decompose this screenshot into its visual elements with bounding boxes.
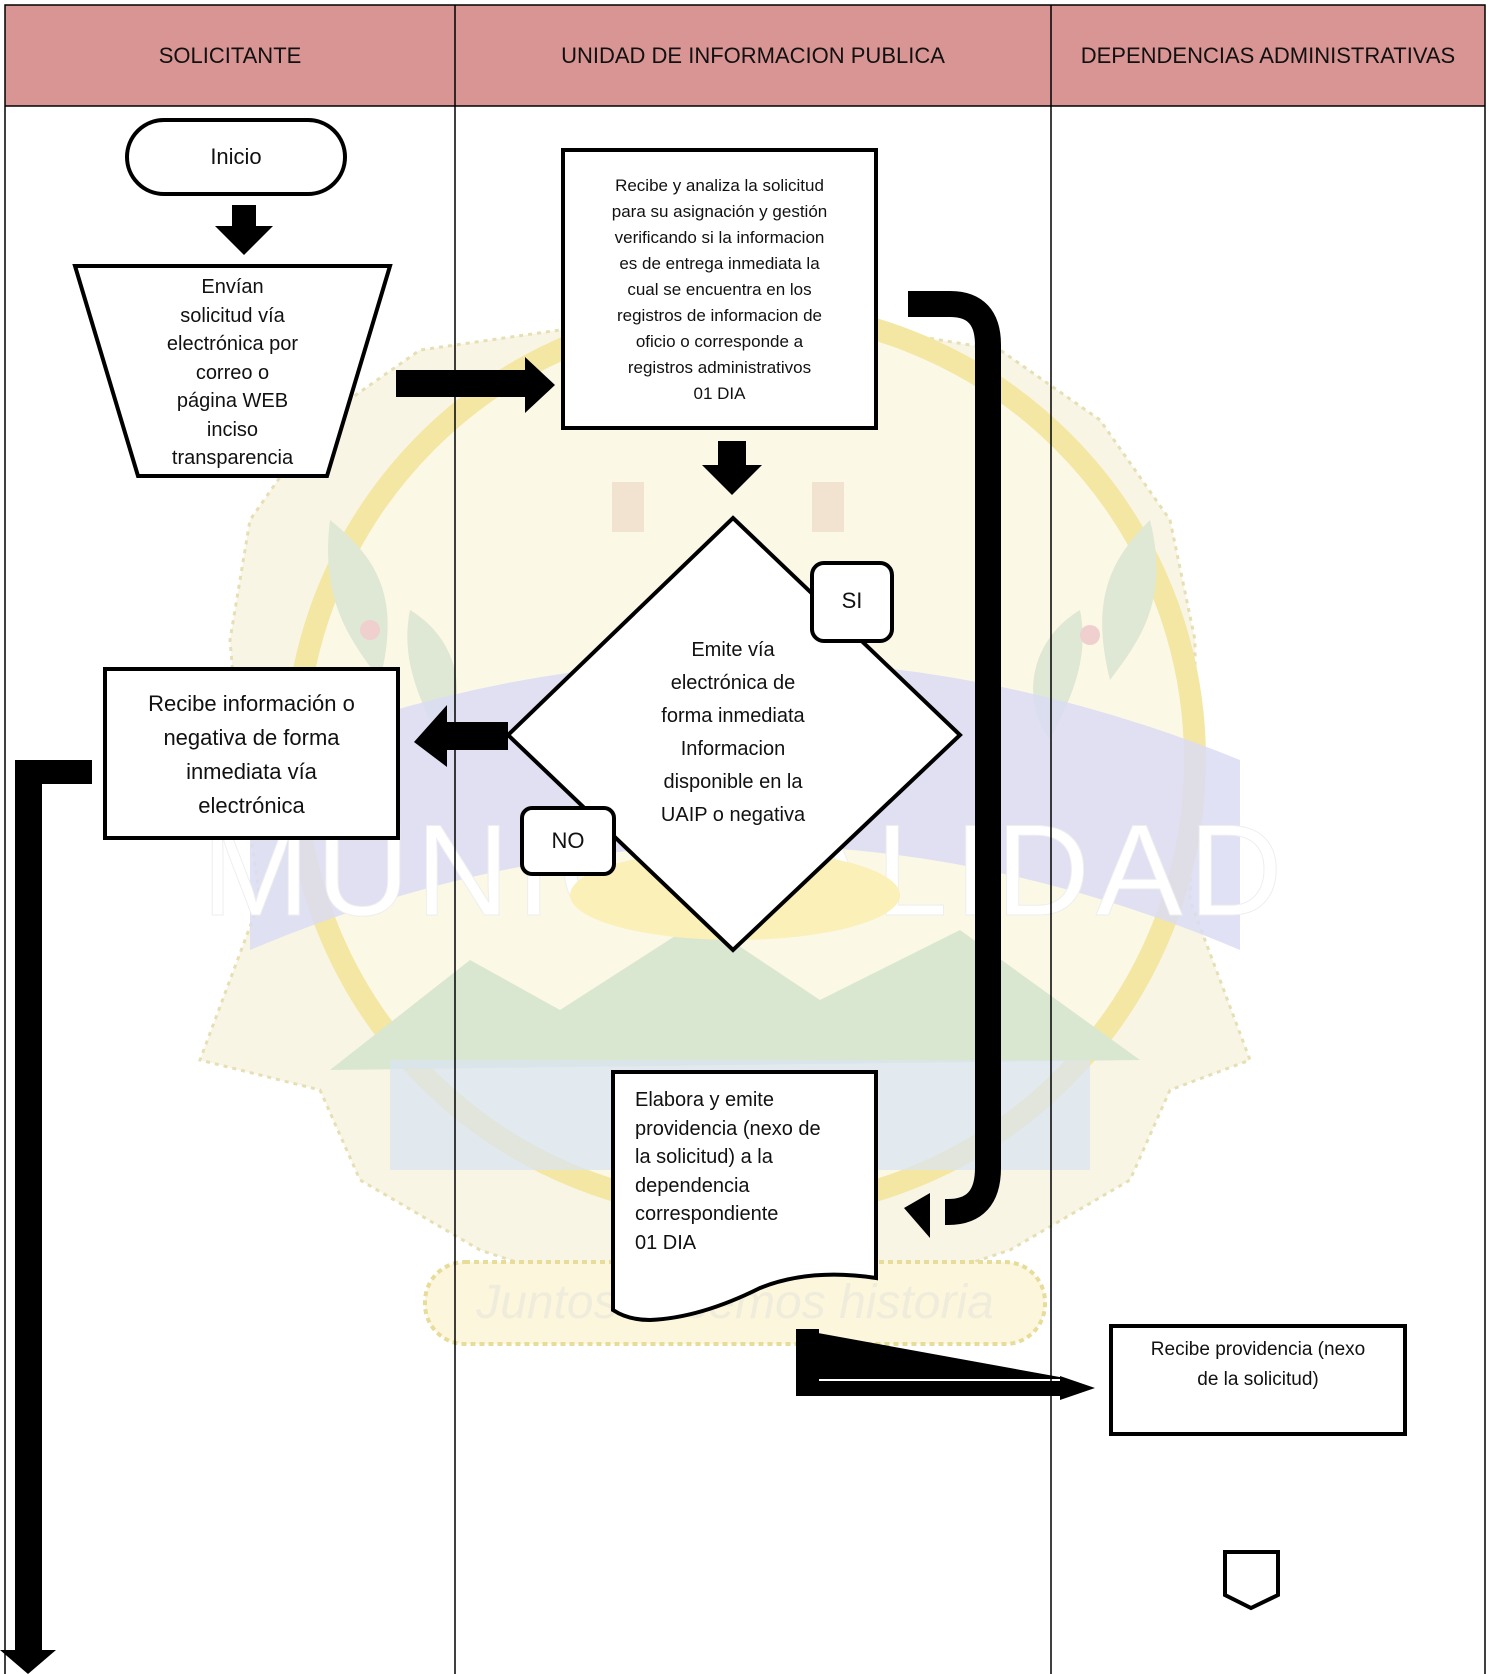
decision-diamond (505, 515, 963, 953)
swimlane-grid (4, 4, 1486, 1674)
send-request-label: Envían solicitud vía electrónica por cor… (166, 276, 299, 470)
issue-providencia-label: Elabora y emite providencia (nexo de la … (635, 1089, 821, 1254)
lane-header-uaip: UNIDAD DE INFORMACION PUBLICA (561, 42, 945, 68)
table-border (4, 4, 1486, 1674)
arrow-providencia-to-dependency-body (796, 1329, 1095, 1400)
tag-si-shape (810, 561, 894, 643)
seal-berry-right (1080, 625, 1100, 645)
seal-berry-left (360, 620, 380, 640)
arrow-down-left-column (0, 760, 92, 1674)
receive-info-label: Recibe información o negativa de forma i… (148, 691, 355, 818)
shapes (72, 118, 1407, 1611)
curved-arrow-right-head (904, 1193, 930, 1238)
lane-header-solicitante: SOLICITANTE (158, 42, 302, 68)
start-terminator (125, 118, 347, 196)
tag-no-shape (520, 806, 616, 876)
process-receive-providencia (1109, 1324, 1407, 1436)
offpage-connector (1223, 1550, 1280, 1611)
seal-left-leaves (328, 520, 457, 740)
document-shape (611, 1070, 878, 1323)
curved-arrow-right (908, 291, 1001, 1225)
receive-providencia-label: Recibe providencia (nexo de la solicitud… (1150, 1339, 1366, 1390)
connectors (0, 205, 1095, 1674)
arrow-analyze-to-decision (702, 441, 762, 495)
arrow-start-to-send (215, 205, 273, 255)
decision-label: Emite vía electrónica de forma inmediata… (660, 639, 806, 826)
tag-no-label: NO (551, 828, 585, 853)
tag-si-label: SI (841, 587, 863, 613)
seal-tower-right (812, 482, 844, 532)
arrow-decision-to-receive-info (414, 705, 508, 767)
arrow-providencia-to-dependency (796, 1329, 1065, 1379)
seal-tower-left (612, 482, 644, 532)
lane-header-dependencias: DEPENDENCIAS ADMINISTRATIVAS (1080, 42, 1456, 68)
seal-right-leaves (1033, 520, 1157, 740)
receive-analyze-label: Recibe y analiza la solicitud para su as… (611, 176, 828, 403)
arrow-send-to-analyze (396, 357, 555, 413)
seal-mountains (330, 920, 1140, 1070)
manual-operation-shape (72, 264, 393, 478)
header-background (5, 5, 1485, 106)
process-receive-analyze (561, 148, 878, 430)
start-label: Inicio (210, 144, 262, 169)
process-receive-info (103, 667, 400, 840)
